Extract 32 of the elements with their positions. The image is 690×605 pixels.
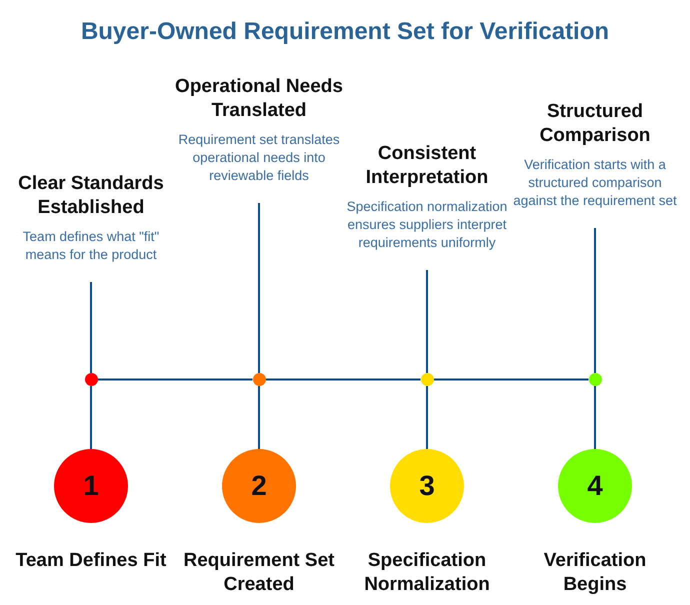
- step-label: Specification Normalization: [363, 549, 491, 597]
- connector-line: [266, 378, 420, 380]
- step-number-circle: 3: [390, 449, 464, 523]
- connector-line: [434, 378, 588, 380]
- timeline-dot: [420, 373, 434, 386]
- step-number-circle: 2: [222, 449, 296, 523]
- step-label: Verification Begins: [542, 549, 648, 597]
- connector-line: [90, 282, 92, 373]
- connector-line: [594, 228, 596, 373]
- connector-line: [426, 270, 428, 373]
- timeline-dot: [84, 373, 98, 386]
- diagram-title: Buyer-Owned Requirement Set for Verification: [80, 18, 610, 46]
- connector-line: [98, 378, 252, 380]
- connector-line: [258, 203, 260, 373]
- connector-line: [594, 386, 596, 449]
- step-heading: Consistent Interpretation: [364, 142, 490, 190]
- step-description: Verification starts with a structured comparison against the requirement set: [512, 156, 678, 210]
- step-number-circle: 4: [558, 449, 632, 523]
- step-heading: Structured Comparison: [538, 100, 652, 148]
- step-heading: Operational Needs Translated: [175, 75, 343, 123]
- timeline-dot: [588, 373, 602, 386]
- connector-line: [258, 386, 260, 449]
- step-description: Specification normalization ensures suppliers interpret requirements uniformly: [346, 198, 508, 252]
- step-heading: Clear Standards Established: [17, 172, 165, 220]
- step-description: Requirement set translates operational needs into reviewable fields: [177, 131, 341, 185]
- step-description: Team defines what "fit" means for the product: [22, 228, 160, 264]
- connector-line: [426, 386, 428, 449]
- step-label: Team Defines Fit: [14, 549, 168, 573]
- connector-line: [90, 386, 92, 449]
- step-label: Requirement Set Created: [182, 549, 336, 597]
- timeline-dot: [252, 373, 266, 386]
- step-number-circle: 1: [54, 449, 128, 523]
